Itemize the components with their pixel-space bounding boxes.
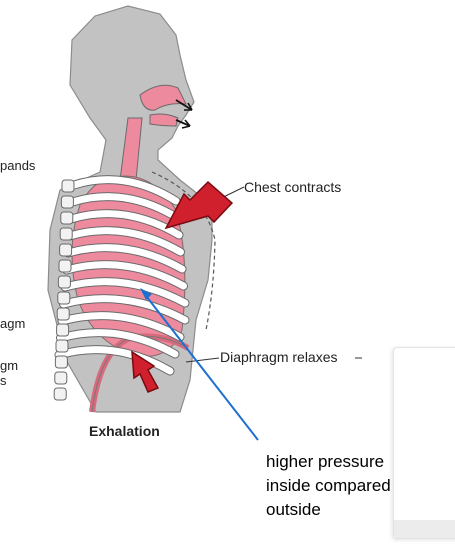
vertebra [58,259,72,273]
vertebra [57,291,71,305]
diaphragm-relaxes-label: Diaphragm relaxes [220,349,338,365]
pressure-annotation-line [142,291,259,441]
rib [70,176,180,205]
rib [58,312,184,341]
nasal-cavity [139,84,187,111]
vertebra [57,275,71,289]
overlay-panel[interactable] [393,347,455,539]
diaphragm-leader-line [185,357,220,363]
vertebra [53,387,67,401]
vertebra [59,227,73,241]
rib [67,210,183,239]
airflow-arrow-lower [175,119,191,127]
inhale-label-partial: pands [0,158,36,173]
rib [55,346,174,375]
expanded-chest-outline [151,171,216,331]
pressure-note-line: outside [266,500,321,519]
vertebra [56,307,70,321]
exhalation-caption: Exhalation [89,423,160,439]
diaphragm-relaxes-arrow [131,350,160,393]
rib [57,329,179,358]
diaphragm-label-partial-2: gm [0,358,19,373]
vertebra [54,355,68,369]
rib [61,278,189,307]
vertebra [60,195,74,209]
rib [66,227,184,256]
rib [64,244,186,273]
overlay-panel-footer [394,520,455,538]
rib [63,261,187,290]
vertebra [54,371,68,385]
chest-contracts-label: Chest contracts [244,179,342,195]
pressure-note: higher pressure inside compared to outsi… [266,450,394,525]
airflow-arrow-upper [175,99,193,111]
vertebra [59,243,73,257]
vertebra [61,179,75,193]
diaphragm-label-partial: agm [0,316,26,331]
rib [69,193,181,222]
vertebra [56,323,70,337]
vertebra [60,211,74,225]
pressure-note-line: higher pressure [266,452,385,471]
vertebra [55,339,69,353]
rib [60,295,189,324]
pressure-note-line: inside compared to [266,476,394,495]
diaphragm-label-partial-3: s [0,373,7,388]
chest-contracts-arrow [164,180,234,230]
oral-cavity [149,113,179,127]
